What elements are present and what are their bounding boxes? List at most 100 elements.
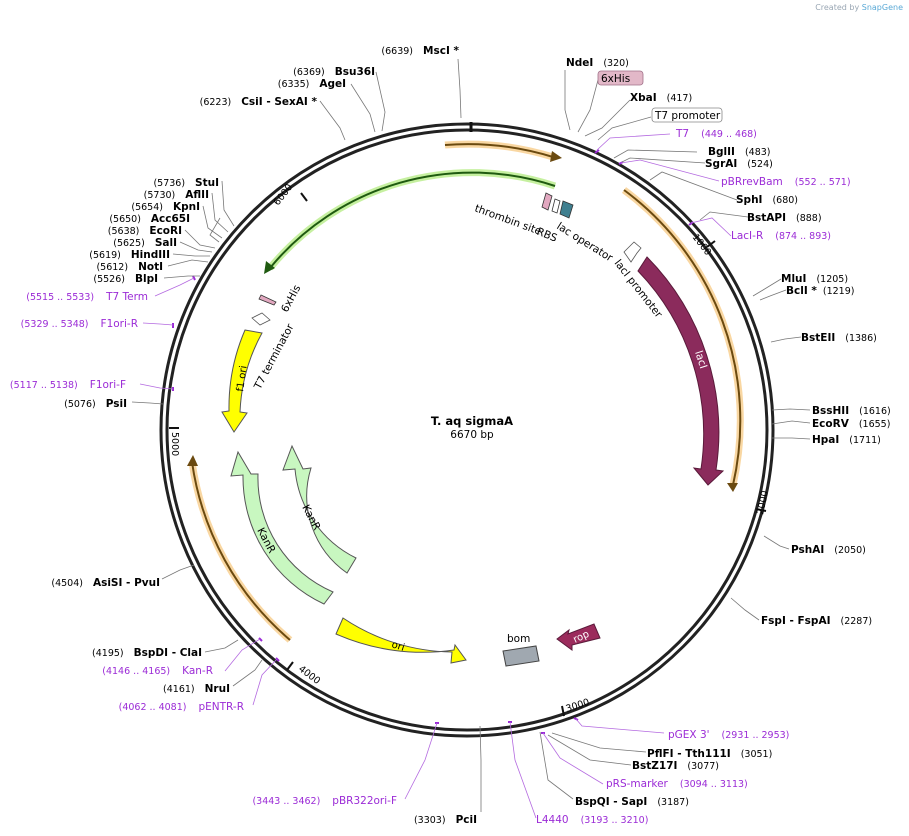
primer-mark-kan-r (258, 637, 263, 642)
site-blpi: (5526)BlpI (93, 273, 158, 285)
site-psii: (5076)PsiI (64, 398, 127, 410)
tick-6000-mark (300, 192, 308, 202)
backbone-outer (159, 122, 775, 738)
thrombin-site-label: thrombin site (473, 203, 543, 238)
site-bsu36i: (6369)Bsu36I (293, 66, 375, 78)
cds-arc-right-arrow (727, 483, 738, 492)
cds-arc-top-line (444, 143, 554, 158)
rop-feature (556, 623, 601, 651)
primer-t7: T7(449 .. 468) (675, 128, 757, 140)
kanr-feature-1 (230, 450, 334, 605)
site-bstz17i: BstZ17I(3077) (632, 760, 719, 772)
ori-feature (335, 617, 467, 664)
kanr-feature-2 (282, 444, 357, 574)
laci-label: lacI (692, 349, 709, 370)
site-agei: (6335)AgeI (278, 78, 346, 90)
site-hindiii: (5619)HindIII (89, 249, 170, 261)
green-arc-arrow (264, 261, 275, 274)
primer-l4440: L4440(3193 .. 3210) (536, 814, 648, 826)
plasmid-name: T. aq sigmaA (431, 414, 513, 428)
tick-1000-mark (706, 240, 716, 248)
site-xbai: XbaI(417) (630, 92, 692, 104)
kanr-label-2: KanR (299, 503, 322, 533)
thrombin-site-feature (541, 192, 553, 211)
site-ecorv: EcoRV(1655) (812, 418, 890, 430)
site-mlui: MluI(1205) (781, 273, 848, 285)
t7-terminator-feature (251, 312, 271, 326)
bom-feature (502, 645, 540, 667)
site-aflii: (5730)AflII (144, 189, 209, 201)
his-tag-box (597, 70, 644, 86)
site-bcli: BclI *(1219) (786, 285, 854, 297)
plasmid-length: 6670 bp (450, 429, 494, 441)
his-tag-inner-label: 6xHis (279, 283, 303, 314)
site-hpai: HpaI(1711) (812, 434, 881, 446)
site-acc65i: (5650)Acc65I (109, 213, 190, 225)
primer-mark-t7 (594, 149, 600, 154)
his-tag-inner-feature (258, 294, 277, 306)
primer-kan-r: (4146 .. 4165)Kan-R (102, 665, 213, 677)
green-arc-line (269, 171, 556, 269)
cds-arc-left-arrow (187, 455, 198, 466)
tick-4000-mark (286, 661, 294, 671)
primer-pgex3: pGEX 3'(2931 .. 2953) (668, 729, 789, 741)
primer-prs-marker: pRS-marker(3094 .. 3113) (606, 778, 748, 790)
backbone-inner (165, 128, 769, 732)
site-bstapi: BstAPI(888) (747, 212, 822, 224)
site-bspqi-sapi: BspQI - SapI(3187) (575, 796, 689, 808)
t7-promoter-box (651, 107, 723, 123)
site-pflfi-tth111i: PflFI - Tth111I(3051) (647, 748, 772, 760)
f1-ori-feature (221, 329, 263, 433)
tick-2000-mark (755, 508, 767, 512)
ori-label: ori (390, 639, 406, 653)
primer-pbrrevbam: pBRrevBam(552 .. 571) (721, 176, 851, 188)
lac-operator-feature (559, 200, 574, 219)
his-tag-box-label: 6xHis (601, 73, 630, 85)
site-pcii: (3303)PciI (414, 814, 477, 826)
snapgene-logo: SnapGene (861, 3, 903, 12)
primer-f1ori-f: (5117 .. 5138)F1ori-F (10, 379, 126, 391)
primer-pentr-r: (4062 .. 4081)pENTR-R (119, 701, 244, 713)
primer-t7-term: (5515 .. 5533)T7 Term (26, 291, 148, 303)
site-sgrai: SgrAI(524) (705, 158, 773, 170)
credit: Created by SnapGene (815, 3, 903, 12)
site-noti: (5612)NotI (96, 261, 163, 273)
laci-promoter-feature (623, 241, 642, 263)
site-ecori: (5638)EcoRI (108, 225, 182, 237)
site-csii-sexai: (6223)CsiI - SexAI * (200, 96, 318, 108)
rbs-feature (551, 198, 561, 214)
site-bsshii: BssHII(1616) (812, 405, 891, 417)
site-asisi-pvui: (4504)AsiSI - PvuI (51, 577, 160, 589)
site-msci: (6639)MscI * (381, 45, 459, 57)
f1-ori-label: f1 ori (235, 365, 250, 392)
site-bspdi-clai: (4195)BspDI - ClaI (92, 647, 202, 659)
credit-prefix: Created by (815, 3, 860, 12)
cds-arc-right (621, 187, 744, 486)
t7-promoter-box-label: T7 promoter (654, 110, 721, 122)
site-pshai: PshAI(2050) (791, 544, 866, 556)
leader-lines (131, 58, 811, 812)
bom-label: bom (507, 633, 530, 645)
cds-arc-right-line (623, 189, 742, 486)
site-bsteii: BstEII(1386) (801, 332, 877, 344)
tick-3000-mark (561, 705, 565, 717)
primer-mark-pentr-r (275, 657, 280, 662)
site-kpni: (5654)KpnI (131, 201, 200, 213)
primer-pbr322ori-f: (3443 .. 3462)pBR322ori-F (252, 795, 397, 807)
primer-f1ori-r: (5329 .. 5348)F1ori-R (21, 318, 138, 330)
site-sphi: SphI(680) (736, 194, 798, 206)
primer-leader-lines (139, 133, 732, 819)
tick-2000: 2000 (755, 490, 771, 516)
site-ndei: NdeI(320) (566, 57, 629, 69)
lac-operator-label: lac operator (554, 220, 615, 264)
site-sali: (5625)SalI (113, 237, 177, 249)
primer-laci-r: LacI-R(874 .. 893) (731, 230, 831, 242)
cds-arc-left-line (191, 461, 291, 641)
site-nrui: (4161)NruI (163, 683, 230, 695)
site-bglii: BglII(483) (708, 146, 770, 158)
tick-5000: 5000 (169, 432, 180, 456)
laci-feature (637, 256, 725, 486)
cds-arc-top-arrow (550, 151, 562, 162)
site-stui: (5736)StuI (153, 177, 219, 189)
